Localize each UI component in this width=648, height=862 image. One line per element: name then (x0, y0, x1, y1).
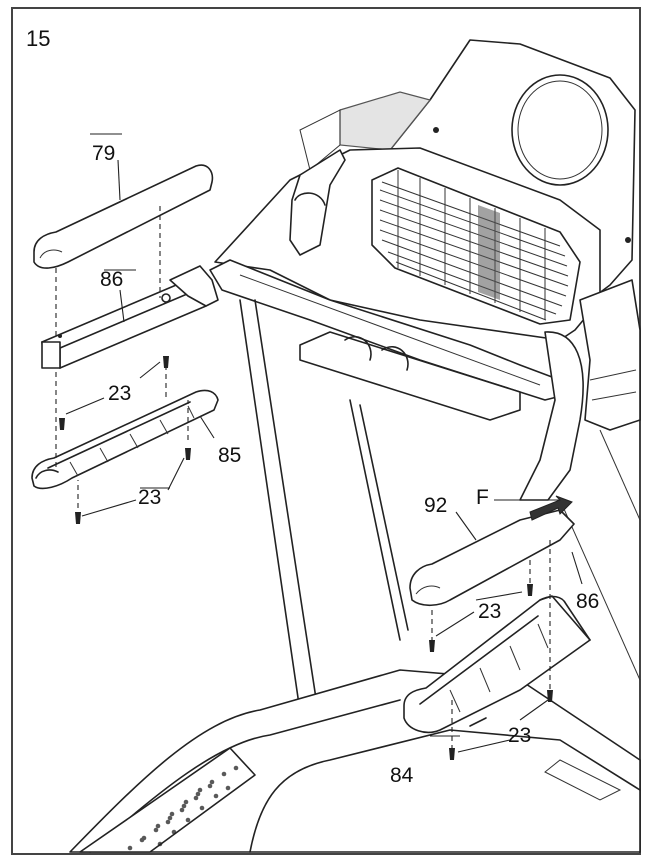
callout-84: 84 (390, 764, 414, 787)
arrow-f (529, 495, 573, 521)
part-84-right-lower-cover (403, 595, 591, 734)
alignment-lines-left (55, 206, 189, 508)
callout-86-right: 86 (576, 590, 599, 613)
callout-86-left: 86 (100, 268, 123, 291)
treadmill-frame (69, 39, 641, 853)
callout-leaders (65, 133, 583, 753)
console-round-display (511, 74, 609, 186)
callout-23-a: 23 (108, 382, 131, 405)
callout-92: 92 (424, 494, 447, 517)
part-86-left-arm-tube (41, 265, 219, 369)
callout-23-c: 23 (478, 600, 501, 623)
part-85-lower-arm-cover (31, 389, 219, 490)
diagram-frame (11, 7, 641, 855)
callout-23-b: 23 (138, 486, 161, 509)
part-79-arm-cap (33, 164, 214, 269)
alignment-lines-right (431, 540, 551, 748)
callout-f: F (476, 486, 489, 509)
screws-left (59, 356, 191, 524)
part-92-right-arm-cap (409, 509, 575, 607)
step-number: 15 (26, 26, 50, 51)
callout-23-d: 23 (508, 724, 531, 747)
fan-grille (371, 167, 581, 325)
callout-79: 79 (92, 142, 115, 165)
screws-right (429, 584, 553, 760)
callout-85: 85 (218, 444, 241, 467)
